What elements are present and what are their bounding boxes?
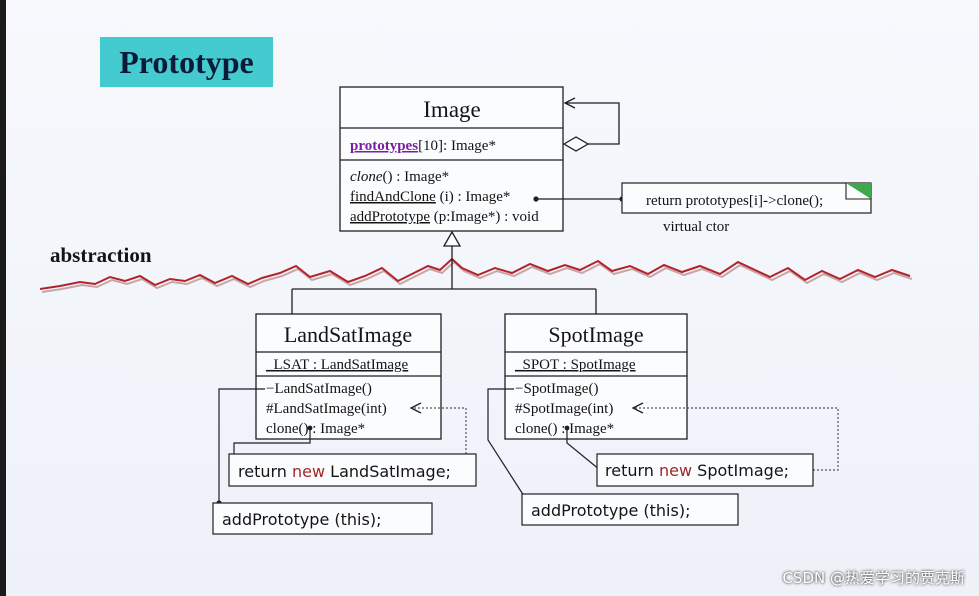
- spot-class-name: SpotImage: [548, 322, 643, 347]
- abstraction-wave: [39, 257, 911, 290]
- landsat-return-box: return new LandSatImage;: [228, 453, 477, 487]
- prototypes-attr-name: prototypes: [350, 138, 418, 154]
- spot-attribute: _SPOT : SpotImage: [514, 357, 636, 373]
- slide-title: Prototype: [100, 37, 273, 87]
- spot-method-ctor-int: #SpotImage(int): [515, 401, 613, 417]
- abstraction-wave-shadow: [41, 260, 913, 293]
- spot-method-ctor: −SpotImage(): [515, 381, 598, 397]
- image-method-clone: clone() : Image*: [350, 169, 449, 185]
- landsat-class: LandSatImage _LSAT : LandSatImage −LandS…: [255, 313, 442, 440]
- image-class: Image prototypes[10]: Image* clone() : I…: [339, 86, 564, 232]
- spot-addprototype-code: addPrototype (this);: [531, 501, 690, 520]
- abstraction-label: abstraction: [50, 243, 152, 267]
- clone-note: return prototypes[i]->clone();: [621, 182, 872, 214]
- landsat-method-clone: clone() : Image*: [266, 421, 365, 437]
- watermark: CSDN @热爱学习的贾克斯: [782, 569, 965, 587]
- image-class-name: Image: [423, 97, 480, 122]
- spot-addprototype-box: addPrototype (this);: [521, 493, 739, 526]
- landsat-method-ctor-int: #LandSatImage(int): [266, 401, 387, 417]
- inheritance-connector: [291, 230, 597, 314]
- landsat-class-name: LandSatImage: [284, 322, 412, 347]
- image-method-findandclone: findAndClone (i) : Image*: [350, 189, 510, 205]
- slide-left-edge: [0, 0, 6, 596]
- spot-method-clone: clone() : Image*: [515, 421, 614, 437]
- landsat-attribute: _LSAT : LandSatImage: [265, 357, 409, 373]
- image-attribute: prototypes[10]: Image*: [350, 138, 496, 154]
- landsat-addprototype-code: addPrototype (this);: [222, 510, 381, 529]
- landsat-method-ctor: −LandSatImage(): [266, 381, 372, 397]
- note-text: return prototypes[i]->clone();: [646, 193, 823, 209]
- spot-return-box: return new SpotImage;: [596, 453, 814, 487]
- image-method-addprototype: addPrototype (p:Image*) : void: [350, 209, 539, 225]
- spot-class: SpotImage _SPOT : SpotImage −SpotImage()…: [504, 313, 688, 440]
- note-link-dot: [533, 196, 539, 202]
- landsat-return-code: return new LandSatImage;: [238, 462, 451, 481]
- landsat-addprototype-box: addPrototype (this);: [212, 502, 433, 535]
- self-aggregation: [562, 103, 620, 152]
- virtual-ctor-label: virtual ctor: [663, 219, 729, 235]
- spot-return-code: return new SpotImage;: [605, 461, 789, 480]
- prototypes-attr-type: [10]: Image*: [418, 138, 496, 154]
